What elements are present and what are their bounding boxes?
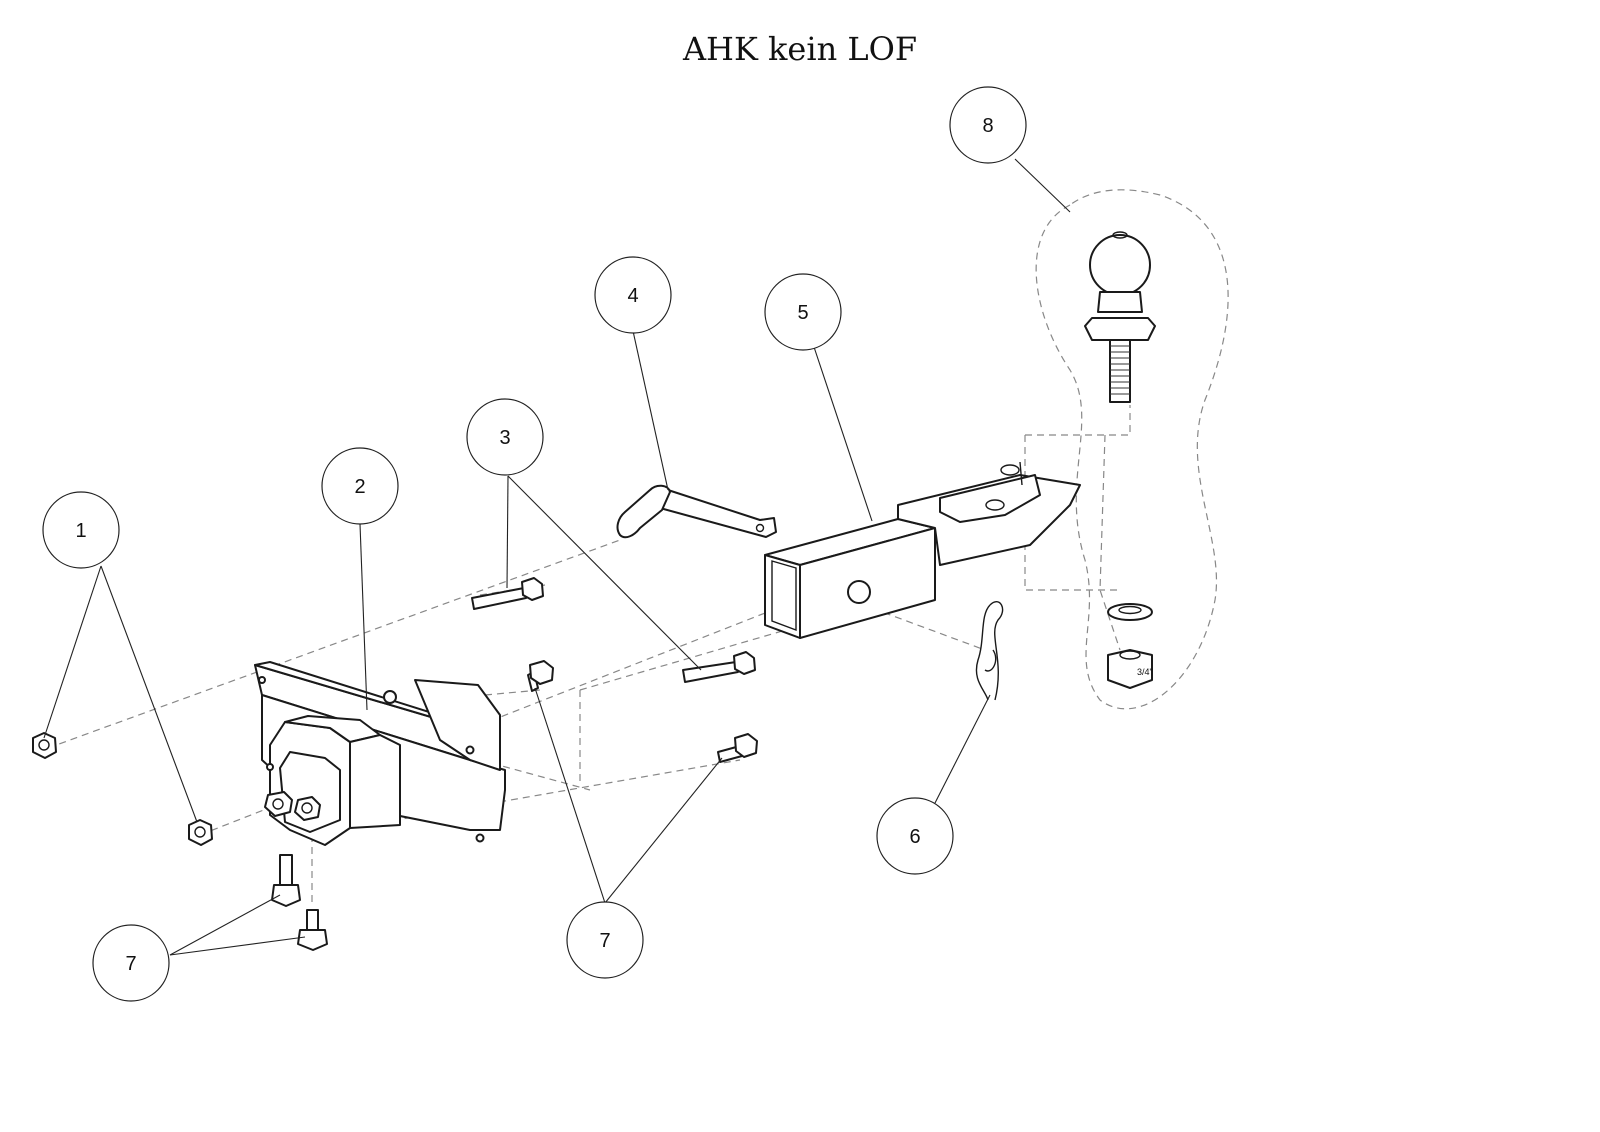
svg-text:6: 6 [909,826,920,848]
callout-4: 4 [594,256,672,334]
callout-7-left: 7 [92,924,170,1002]
flange-bolt-b [717,733,758,763]
hex-nut [1107,649,1153,689]
flange-bolt-d [297,909,328,951]
hitch-pin [616,484,777,539]
nut-size-marking: 3/4" [1137,667,1153,677]
callout-8: 8 [949,86,1027,164]
flange-bolt-c [271,854,301,907]
svg-text:3: 3 [499,427,510,449]
receiver-mount-plate [254,661,506,846]
diagram-title: AHK kein LOF [682,30,917,68]
svg-text:7: 7 [125,953,136,975]
flange-bolt-a [527,660,554,692]
ball-thread [1110,345,1130,395]
svg-text:7: 7 [599,930,610,952]
svg-text:4: 4 [627,285,638,307]
callout-5: 5 [764,273,842,351]
callout-3: 3 [466,398,544,476]
lock-washer [1107,603,1153,621]
svg-text:1: 1 [75,520,86,542]
svg-text:2: 2 [354,476,365,498]
flange-nut-center [188,819,213,846]
hex-bolt-lower [682,651,756,683]
hairpin-clip [975,601,1004,701]
hex-bolt-upper [471,577,544,610]
callout-2: 2 [321,447,399,525]
callout-6: 6 [876,797,954,875]
svg-text:5: 5 [797,302,808,324]
callout-1: 1 [42,491,120,569]
flange-nut-left [32,732,57,759]
hitch-ball-assembly: 3/4" [1084,231,1156,689]
leader-lines [43,158,1071,956]
ball-mount-shank [764,461,1081,639]
callout-7-right: 7 [566,901,644,979]
svg-text:8: 8 [982,115,993,137]
